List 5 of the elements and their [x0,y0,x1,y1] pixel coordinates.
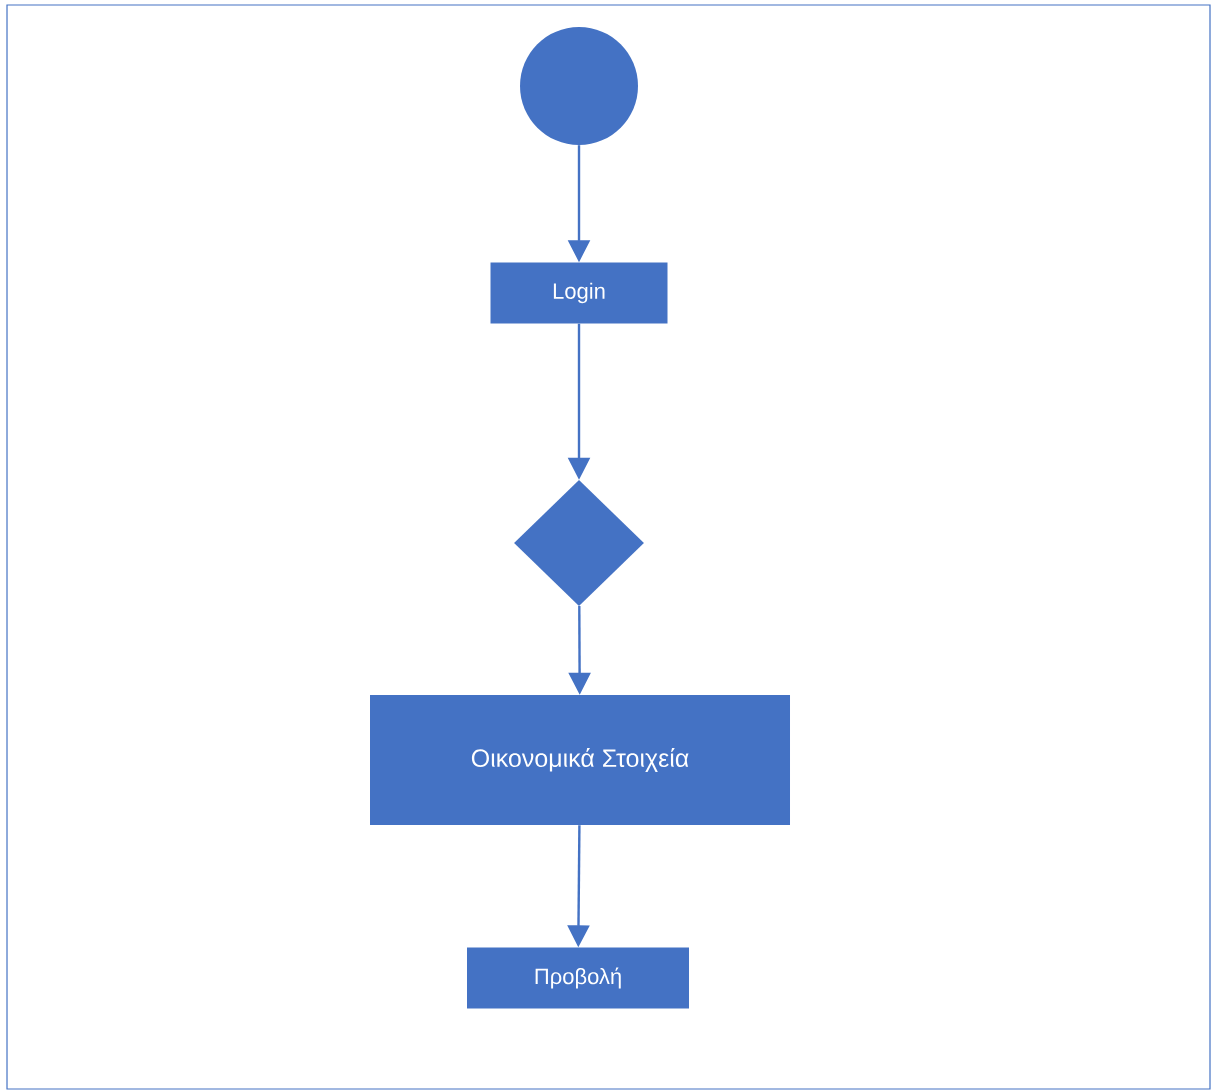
process-box: Προβολή [467,947,689,1009]
start-circle [520,27,638,145]
process-box: Οικονομικά Στοιχεία [370,695,790,825]
decision-diamond [514,480,644,606]
process-box: Login [490,262,668,324]
